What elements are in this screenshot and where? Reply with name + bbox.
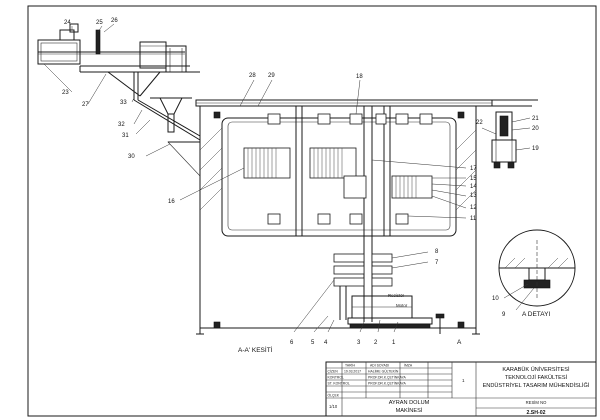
tb-resim-no-label: RESİM NO	[526, 400, 547, 405]
filling-unit	[37, 23, 201, 177]
gear-stack	[333, 253, 393, 320]
tb-olcek-label: ÖLÇEK	[328, 394, 340, 398]
leader-lines	[43, 23, 535, 333]
part-label-11: 11	[470, 216, 477, 222]
tb-row-kontrol-role: KONTROL	[328, 376, 345, 380]
tb-sheet-no: 1	[462, 378, 465, 383]
resistor-annotation: Rezistör	[388, 293, 405, 298]
part-label-31: 31	[122, 133, 129, 139]
part-label-30: 30	[128, 154, 135, 160]
part-label-3: 3	[357, 340, 361, 346]
mixer-blades	[243, 147, 433, 199]
tb-drawing-title-2: MAKİNESİ	[396, 407, 423, 414]
tb-resim-no-value: 2.SH-02	[526, 410, 545, 416]
tb-drawing-title-1: AYRAN DOLUM	[389, 400, 430, 406]
sheet-border	[27, 5, 597, 417]
tb-row-cizen-name: HALİME GÜLTEKİN	[368, 369, 399, 374]
detail-view-label: A DETAYI	[522, 311, 550, 318]
tb-header-adi: ADI SOYADI	[370, 364, 389, 368]
part-label-4: 4	[324, 340, 328, 346]
part-label-20: 20	[532, 126, 539, 132]
part-label-2: 2	[374, 340, 378, 346]
part-label-14: 14	[470, 184, 477, 190]
motor-assembly	[347, 295, 445, 334]
tb-institution-2: TEKNOLOJİ FAKÜLTESİ	[505, 374, 568, 381]
tb-row-kontrol-name: PROF.DR.K.ÇETİNKAYA	[368, 375, 406, 380]
part-label-8: 8	[435, 249, 439, 255]
tb-row-cizen-role: ÇİZEN	[328, 369, 339, 374]
part-labels: 1 2 3 4 5 6 7 8 9 10 11 12 13 14 15 16 1…	[62, 18, 539, 346]
part-label-13: 13	[470, 193, 477, 199]
section-view-label: A-A' KESİTİ	[238, 345, 273, 354]
tb-olcek-value: 1/10	[329, 404, 338, 409]
tb-header-imza: İMZA	[404, 363, 413, 368]
part-label-10: 10	[492, 296, 499, 302]
part-label-7: 7	[435, 260, 439, 266]
part-label-1: 1	[392, 340, 396, 346]
part-label-5: 5	[311, 340, 315, 346]
part-label-19: 19	[532, 146, 539, 152]
part-label-28: 28	[249, 73, 256, 79]
part-label-21: 21	[532, 116, 539, 122]
tb-institution-1: KARABÜK ÜNİVERSİTESİ	[502, 366, 570, 373]
tb-institution-3: ENDÜSTRİYEL TASARIM MÜHENDİSLİĞİ	[483, 382, 590, 389]
part-label-12: 12	[470, 205, 477, 211]
title-block: TARİH ADI SOYADI İMZA ÇİZEN 19.03.2017 H…	[325, 361, 597, 417]
part-label-27: 27	[82, 102, 89, 108]
detail-a-view	[498, 229, 576, 307]
right-unit	[476, 99, 538, 169]
part-label-32: 32	[118, 122, 125, 128]
part-label-15: 15	[470, 176, 477, 182]
tb-header-tarih: TARİH	[345, 363, 355, 368]
part-label-29: 29	[268, 73, 275, 79]
tb-row-stkontrol-role: ST. KONTROL	[328, 382, 350, 386]
part-label-24: 24	[64, 20, 71, 26]
detail-marker-label: A	[457, 339, 462, 346]
part-label-16: 16	[168, 199, 175, 205]
main-tank	[195, 99, 493, 335]
part-label-18: 18	[356, 74, 363, 80]
part-label-23: 23	[62, 90, 69, 96]
part-label-22: 22	[476, 120, 483, 126]
part-label-26: 26	[111, 18, 118, 24]
part-label-9: 9	[502, 312, 506, 318]
part-label-33: 33	[120, 100, 127, 106]
tb-row-cizen-date: 19.03.2017	[344, 370, 361, 374]
tb-row-stkontrol-name: PROF.DR.K.ÇETİNKAYA	[368, 381, 406, 386]
part-label-6: 6	[290, 340, 294, 346]
part-label-25: 25	[96, 20, 103, 26]
part-label-17: 17	[470, 166, 477, 172]
motor-annotation: Motor	[396, 303, 408, 308]
